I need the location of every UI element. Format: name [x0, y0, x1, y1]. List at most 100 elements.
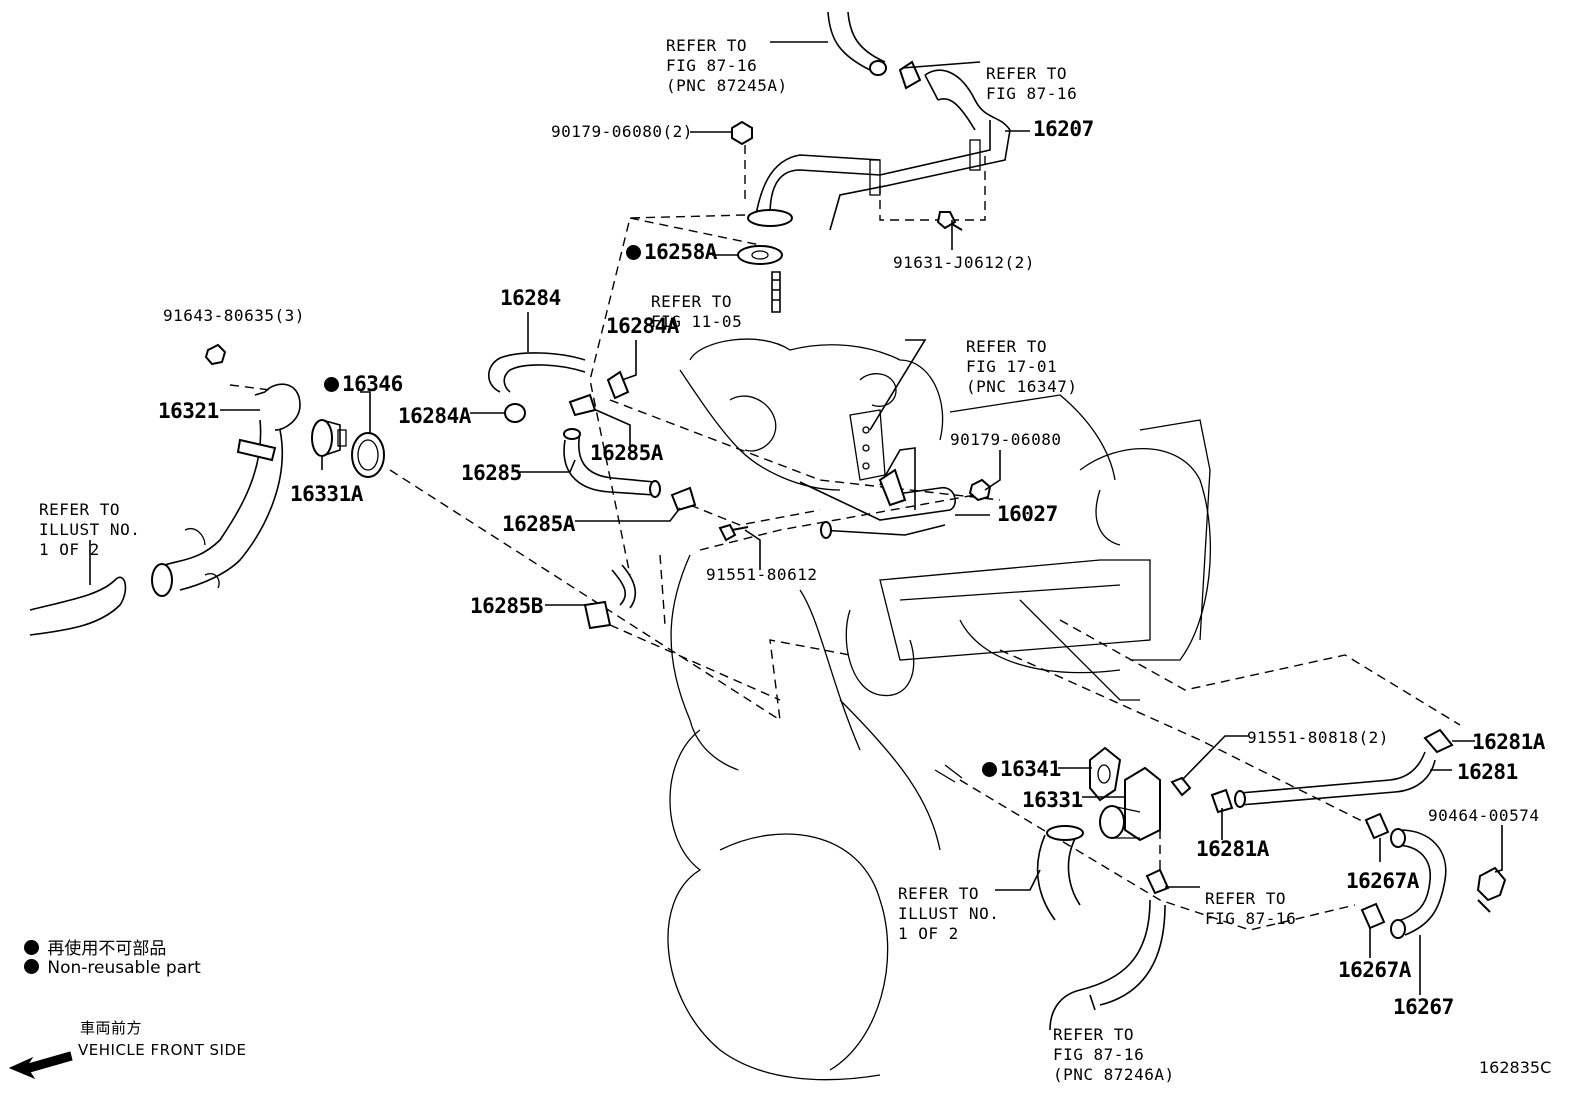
front-arrow-icon — [8, 1051, 73, 1080]
refer-line: ILLUST NO. — [898, 904, 1000, 923]
non-reusable-dot-icon — [324, 377, 339, 392]
fastener-label: 91551-80818(2) — [1247, 728, 1389, 747]
part-label-16331: 16331 — [1022, 788, 1083, 812]
part-label-16321: 16321 — [158, 399, 219, 423]
gasket-16341 — [1089, 746, 1122, 802]
clamp-16267A-lower — [1360, 902, 1386, 930]
refer-line: FIG 87-16 — [986, 84, 1078, 103]
fastener-label: 91551-80612 — [706, 565, 818, 584]
stud-bolt — [771, 271, 781, 313]
refer-line: (PNC 87245A) — [666, 76, 788, 95]
non-reusable-dot-icon — [24, 959, 39, 974]
clamp-16267A-upper — [1364, 812, 1390, 840]
non-reusable-dot-icon — [24, 940, 39, 955]
refer-line: FIG 87-16 — [1053, 1045, 1145, 1064]
clip-90464 — [1476, 866, 1507, 913]
bolt-91631 — [936, 211, 963, 231]
water-inlet-16331 — [1099, 766, 1161, 842]
fastener-label: 90179-06080 — [950, 430, 1062, 449]
clamp-16281A-lower — [1210, 788, 1234, 814]
clamp-lower — [1145, 868, 1170, 895]
part-label-16284A: 16284A — [398, 404, 471, 428]
refer-line: REFER TO — [1205, 889, 1287, 908]
part-label-16284A: 16284A — [606, 314, 679, 338]
water-outlet-16321 — [151, 383, 301, 597]
part-label-16267: 16267 — [1393, 995, 1454, 1019]
refer-line: REFER TO — [898, 884, 980, 903]
bolt-91551-80818 — [1170, 776, 1192, 797]
thermostat-16331A — [311, 419, 347, 457]
part-label-16331A: 16331A — [290, 482, 363, 506]
part-label-16346: 16346 — [324, 372, 403, 396]
hose-16284 — [487, 352, 586, 393]
refer-line: REFER TO — [986, 64, 1068, 83]
part-label-16285: 16285 — [461, 461, 522, 485]
nut-90179-right — [968, 478, 992, 502]
figure-code: 162835C — [1479, 1058, 1552, 1077]
bolt-91643 — [204, 343, 227, 366]
part-label-16284: 16284 — [500, 286, 561, 310]
refer-line: (PNC 87246A) — [1053, 1065, 1175, 1084]
refer-line: FIG 87-16 — [1205, 909, 1297, 928]
gasket-16258A — [737, 245, 783, 265]
part-number: 16341 — [1000, 757, 1061, 781]
legend-text: 再使用不可部品 — [47, 939, 167, 959]
fastener-label: 90464-00574 — [1428, 806, 1540, 825]
part-label-16027: 16027 — [997, 502, 1058, 526]
part-label-16267A: 16267A — [1338, 958, 1411, 982]
front-label-jp: 車両前方 — [80, 1019, 143, 1037]
part-label-16281A: 16281A — [1472, 730, 1545, 754]
alignment-lines — [229, 145, 1461, 931]
part-number: 16346 — [342, 372, 403, 396]
refer-line: FIG 87-16 — [666, 56, 758, 75]
bypass-hose-16281 — [1239, 751, 1436, 806]
hose-16285B — [611, 564, 637, 609]
refer-line: REFER TO — [1053, 1025, 1135, 1044]
part-label-16267A: 16267A — [1346, 869, 1419, 893]
gasket-16346 — [351, 432, 385, 478]
part-label-16258A: 16258A — [626, 240, 717, 264]
clamp-16284A-left — [504, 403, 526, 423]
bolt-91551-80612 — [718, 523, 749, 542]
fitting-16285B — [583, 600, 612, 630]
legend-text: Non-reusable part — [47, 958, 201, 978]
refer-line: (PNC 16347) — [966, 377, 1078, 396]
hose-16267 — [1394, 829, 1447, 936]
part-label-16285A: 16285A — [590, 441, 663, 465]
refer-line: ILLUST NO. — [39, 520, 141, 539]
part-number: 16258A — [644, 240, 717, 264]
part-label-16285A: 16285A — [502, 512, 575, 536]
refer-line: REFER TO — [666, 36, 748, 55]
clamp-16285A-lower — [670, 486, 697, 512]
fastener-label: 91643-80635(3) — [163, 306, 305, 325]
refer-line: FIG 11-05 — [651, 312, 743, 331]
clamp-16285A-upper — [568, 393, 597, 417]
nut-90179-top — [731, 120, 753, 146]
part-label-16285B: 16285B — [470, 594, 543, 618]
hose-lower-refer — [1049, 899, 1166, 1031]
hose-16285 — [563, 431, 656, 496]
pipe-16027 — [799, 447, 956, 539]
part-label-16281A: 16281A — [1196, 837, 1269, 861]
leader-lines — [89, 41, 1503, 1011]
non-reusable-dot-icon — [626, 245, 641, 260]
radiator-hose-left — [29, 576, 127, 636]
refer-line: REFER TO — [39, 500, 121, 519]
clamp-16281A-right — [1423, 728, 1454, 754]
fastener-label: 91631-J0612(2) — [893, 253, 1035, 272]
front-label-en: VEHICLE FRONT SIDE — [78, 1041, 247, 1059]
part-label-16207: 16207 — [1033, 117, 1094, 141]
hose-center-lower — [1036, 829, 1081, 921]
fastener-label: 90179-06080(2) — [551, 122, 693, 141]
refer-line: FIG 17-01 — [966, 357, 1058, 376]
refer-line: REFER TO — [651, 292, 733, 311]
legend-jp: 再使用不可部品 — [24, 934, 166, 959]
refer-line: 1 OF 2 — [898, 924, 959, 943]
